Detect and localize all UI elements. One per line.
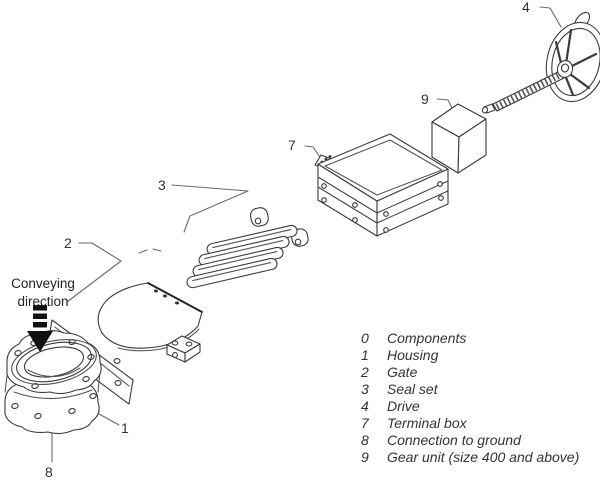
leader-seal-set [171,184,249,233]
terminal-box-drawing [314,133,449,237]
legend-row-components: 0 Components [361,330,579,347]
callout-ground: 8 [45,464,53,480]
legend-row-seal-set: 3 Seal set [361,381,579,398]
gate-holes [154,289,179,305]
clamp-block-hole-1 [171,340,179,346]
handwheel-spokes [554,28,598,97]
legend-key: 2 [361,364,369,380]
terminal-box-top-face [317,133,449,202]
leader-gate-dashes [138,248,162,254]
legend-row-drive: 4 Drive [361,398,579,415]
legend-key: 9 [361,449,369,465]
spindle-drawing [481,59,574,114]
terminal-box-screws [321,181,444,233]
legend-label: Housing [387,347,439,363]
gear-unit-side-face [457,118,487,174]
legend-row-housing: 1 Housing [361,347,579,364]
conveying-direction-arrow [27,305,53,352]
seal-set-drawing [186,207,309,289]
legend-key: 0 [361,330,369,346]
callout-gear-unit: 9 [421,91,429,107]
leader-lines [51,6,562,463]
legend-row-terminal-box: 7 Terminal box [361,415,579,432]
gate-top-edge [147,282,203,313]
housing-drawing [4,319,134,435]
clamp-block-drawing [166,335,201,363]
callout-drive: 4 [522,0,530,15]
handwheel-rim-inner [551,27,600,97]
legend-label: Gate [387,364,418,380]
callout-terminal-box: 7 [288,137,296,153]
legend-label: Terminal box [387,415,467,431]
legend-label: Components [387,330,467,346]
legend-label: Drive [387,398,420,414]
legend-key: 3 [361,381,369,397]
seal-bracket-hole-1 [254,217,262,225]
clamp-block-side [184,343,201,363]
housing-bottom-flange-holes [11,392,97,420]
conveying-direction-line1: Conveying [11,276,75,291]
legend-row-gear-unit: 9 Gear unit (size 400 and above) [361,449,579,466]
legend-key: 1 [361,347,369,363]
callout-seal-set: 3 [158,177,166,193]
handwheel-rim-outer [545,21,600,103]
handwheel-hub [556,59,574,79]
callout-gate: 2 [64,235,72,251]
spindle-tip-end [481,106,489,114]
leader-drive [539,6,562,28]
gear-unit-drawing [431,103,487,174]
seal-bracket-ear-1 [249,207,269,227]
seal-bracket-hole-2 [294,238,302,246]
legend-row-gate: 2 Gate [361,364,579,381]
legend-label: Connection to ground [387,432,521,448]
legend-key: 7 [361,415,369,431]
seal-strip-3 [186,257,278,289]
terminal-box-lid-edge [324,139,443,196]
handwheel-drawing [545,11,600,103]
legend-key: 8 [361,432,369,448]
clamp-block-hole-2 [185,341,193,347]
legend-label: Gear unit (size 400 and above) [387,449,580,465]
gate-thickness-edge [117,328,200,352]
clamp-block-hole-3 [172,352,178,358]
callout-housing: 1 [121,420,129,436]
terminal-box-seams [317,176,449,224]
legend-row-ground: 8 Connection to ground [361,432,579,449]
parts-legend: 0 Components 1 Housing 2 Gate 3 Seal set… [361,330,579,466]
conveying-direction-line2: direction [17,294,69,309]
legend-key: 4 [361,398,369,414]
leader-gate [66,242,122,303]
spindle-threads [495,68,567,111]
legend-label: Seal set [387,381,438,397]
conveying-direction-label: Conveying direction [0,275,86,311]
handwheel-hub-bore [560,63,570,73]
housing-bore [11,339,97,385]
